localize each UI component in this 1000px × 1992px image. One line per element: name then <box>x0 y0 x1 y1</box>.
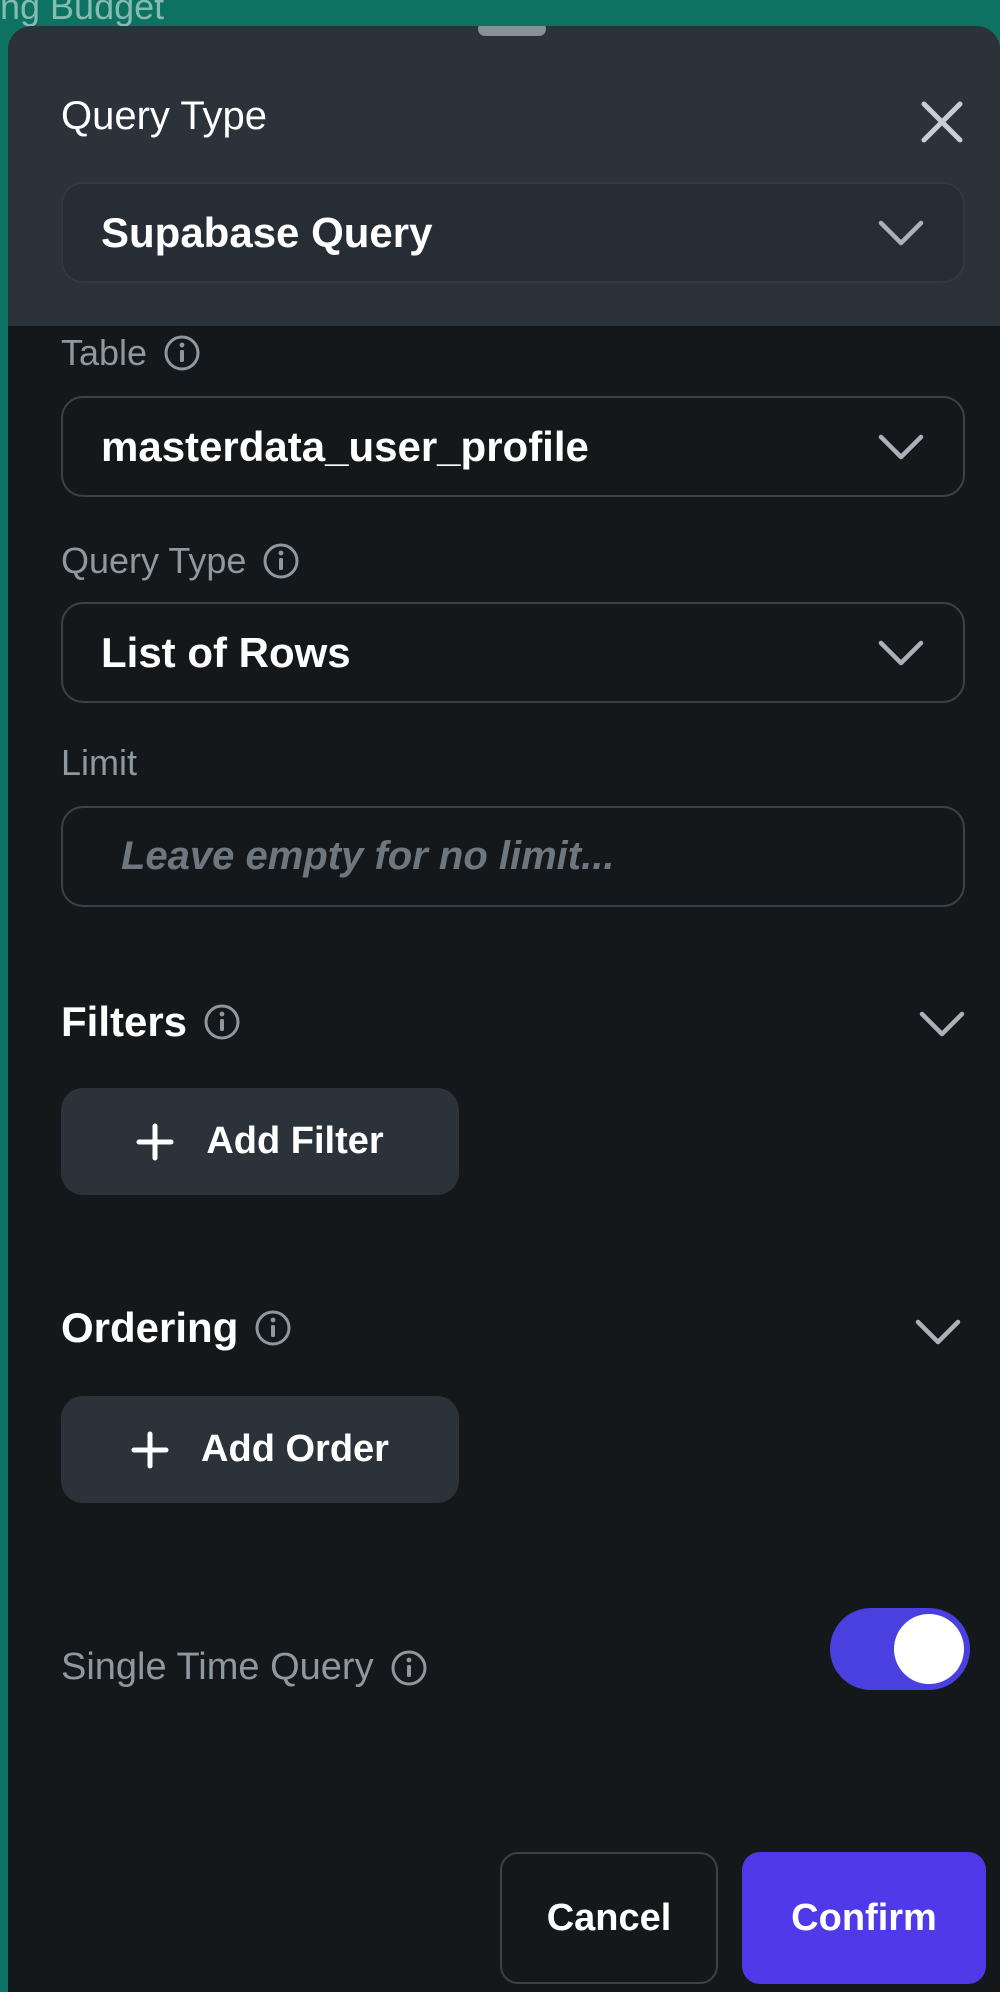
table-label-text: Table <box>61 332 148 373</box>
limit-label: Limit <box>61 742 137 784</box>
toggle-knob <box>894 1614 964 1684</box>
confirm-button[interactable]: Confirm <box>742 1852 986 1984</box>
chevron-down-icon <box>878 640 924 665</box>
single-time-query-text: Single Time Query <box>61 1646 374 1688</box>
background-page-title: ng Budget <box>0 0 165 27</box>
query-type-label: Query Type <box>61 540 300 582</box>
cancel-button[interactable]: Cancel <box>500 1852 718 1984</box>
add-filter-button[interactable]: Add Filter <box>61 1088 459 1195</box>
query-type-label-text: Query Type <box>61 540 247 581</box>
chevron-down-icon <box>878 434 924 459</box>
ordering-section-header: Ordering <box>61 1304 292 1352</box>
dialog-title: Query Type <box>61 94 268 138</box>
plus-icon <box>136 1123 174 1160</box>
limit-input[interactable] <box>63 808 963 905</box>
ordering-collapse-chevron-icon[interactable] <box>914 1318 962 1346</box>
query-type-dialog: Query Type Supabase Query Table masterda… <box>8 26 1000 1992</box>
single-time-query-toggle[interactable] <box>830 1608 970 1690</box>
info-icon[interactable] <box>203 1003 241 1041</box>
table-label: Table <box>61 332 201 374</box>
info-icon[interactable] <box>262 542 300 580</box>
info-icon[interactable] <box>163 334 201 372</box>
filters-section-header: Filters <box>61 998 241 1046</box>
query-type-select[interactable]: List of Rows <box>61 602 965 703</box>
query-type-select-value: List of Rows <box>101 628 351 676</box>
query-source-select[interactable]: Supabase Query <box>61 182 965 283</box>
close-icon <box>921 101 963 143</box>
limit-label-text: Limit <box>61 742 138 783</box>
info-icon[interactable] <box>254 1309 292 1347</box>
limit-input-box <box>61 806 965 907</box>
chevron-down-icon <box>878 220 924 245</box>
add-order-button[interactable]: Add Order <box>61 1396 459 1503</box>
drag-handle[interactable] <box>478 26 546 36</box>
filters-collapse-chevron-icon[interactable] <box>918 1010 966 1038</box>
filters-title: Filters <box>61 998 188 1045</box>
add-order-label: Add Order <box>201 1428 389 1470</box>
plus-icon <box>131 1431 169 1468</box>
close-button[interactable] <box>914 94 970 150</box>
single-time-query-label: Single Time Query <box>61 1646 428 1689</box>
ordering-title: Ordering <box>61 1304 239 1351</box>
dialog-header: Query Type Supabase Query <box>8 26 1000 326</box>
query-source-value: Supabase Query <box>101 208 433 256</box>
info-icon[interactable] <box>390 1649 428 1687</box>
table-select[interactable]: masterdata_user_profile <box>61 396 965 497</box>
table-select-value: masterdata_user_profile <box>101 422 589 470</box>
add-filter-label: Add Filter <box>206 1120 384 1162</box>
